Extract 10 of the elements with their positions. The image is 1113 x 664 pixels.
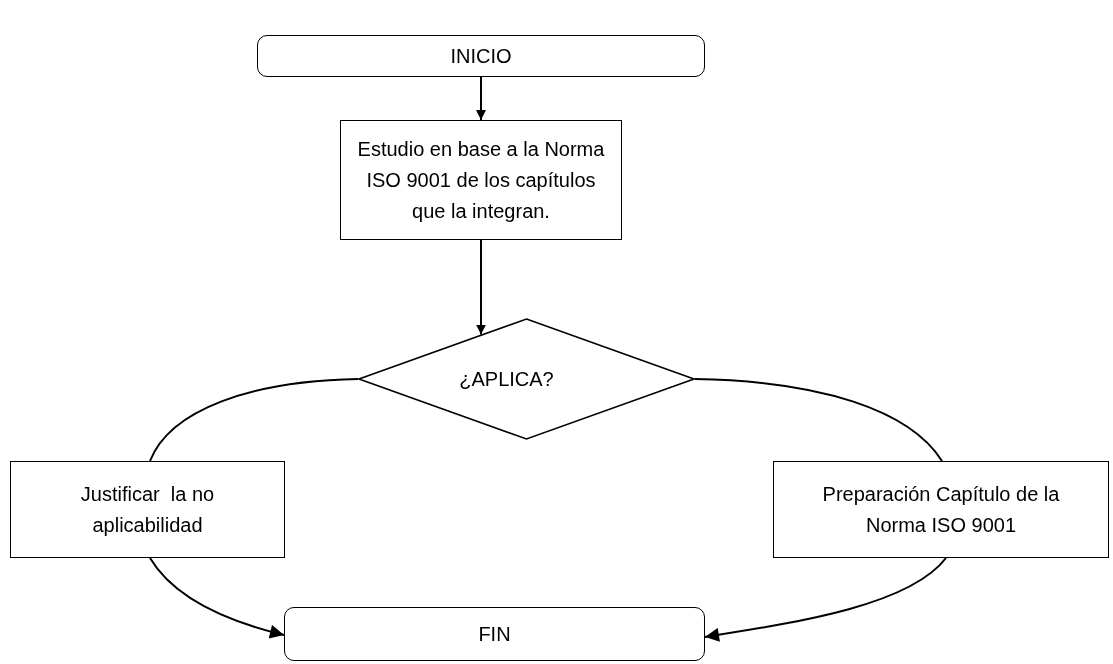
end-terminal: FIN [284, 607, 705, 661]
arrow [476, 239, 486, 336]
arrow [704, 557, 947, 642]
process-box: Preparación Capítulo de la Norma ISO 9001 [773, 461, 1109, 558]
arrow [149, 557, 285, 639]
decision-diamond: ¿APLICA? [358, 318, 695, 440]
process-box: Justificar la no aplicabilidad [10, 461, 285, 558]
process-box: Estudio en base a la Norma ISO 9001 de los capítulos que la integran. [340, 120, 622, 240]
start-terminal: INICIO [257, 35, 705, 77]
arrow [476, 76, 486, 121]
